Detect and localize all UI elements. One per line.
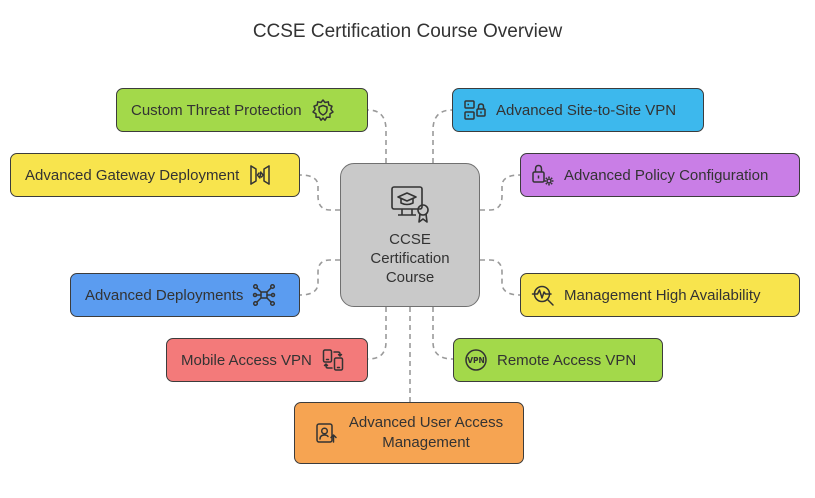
mobile-sync-icon xyxy=(321,348,345,372)
node-advanced-site-to-site-vpn: Advanced Site-to-Site VPN xyxy=(452,88,704,132)
node-label-line-1: Advanced User Access xyxy=(348,414,504,431)
node-label: Management High Availability xyxy=(564,286,761,304)
node-label: Advanced Policy Configuration xyxy=(564,166,769,184)
connector-site-vpn xyxy=(432,109,453,163)
svg-text:VPN: VPN xyxy=(467,356,485,365)
node-advanced-deployments: Advanced Deployments xyxy=(70,273,300,317)
gear-shield-icon xyxy=(311,98,335,122)
heartbeat-search-icon xyxy=(531,283,555,307)
node-label: Remote Access VPN xyxy=(497,351,637,369)
node-label: Advanced Gateway Deployment xyxy=(25,166,240,184)
server-lock-icon xyxy=(463,98,487,122)
node-label: Mobile Access VPN xyxy=(181,351,312,369)
node-advanced-gateway-deployment: Advanced Gateway Deployment xyxy=(10,153,300,197)
connector-custom-threat xyxy=(367,109,387,163)
node-management-high-availability: Management High Availability xyxy=(520,273,800,317)
center-line-1: CCSE xyxy=(389,231,431,248)
lock-gear-icon xyxy=(531,163,555,187)
node-custom-threat-protection: Custom Threat Protection xyxy=(116,88,368,132)
connector-mobile-vpn xyxy=(367,307,387,360)
certificate-monitor-icon xyxy=(388,182,432,226)
diagram-title: CCSE Certification Course Overview xyxy=(252,21,563,42)
node-label: Advanced Site-to-Site VPN xyxy=(496,101,677,119)
node-advanced-policy-configuration: Advanced Policy Configuration xyxy=(520,153,800,197)
node-label: Custom Threat Protection xyxy=(131,101,302,119)
center-label: CCSE Certification Course xyxy=(341,230,479,287)
vpn-badge-icon: VPN xyxy=(464,348,488,372)
connector-deployments xyxy=(299,259,340,296)
center-line-2: Certification xyxy=(370,250,450,267)
node-label-line-2: Management xyxy=(382,434,470,451)
node-mobile-access-vpn: Mobile Access VPN xyxy=(166,338,368,382)
node-remote-access-vpn: VPN Remote Access VPN xyxy=(453,338,663,382)
node-label: Advanced User Access Management xyxy=(349,413,503,453)
connector-remote-vpn xyxy=(432,307,454,360)
center-node: CCSE Certification Course xyxy=(340,163,480,307)
center-line-3: Course xyxy=(385,269,435,286)
network-nodes-icon xyxy=(252,283,276,307)
connector-high-avail xyxy=(480,259,521,296)
gateway-code-icon xyxy=(248,163,272,187)
connector-gateway xyxy=(299,174,340,211)
node-label: Advanced Deployments xyxy=(85,286,244,304)
connector-policy xyxy=(480,174,521,211)
user-upload-icon xyxy=(315,421,339,445)
node-advanced-user-access-management: Advanced User Access Management xyxy=(294,402,524,464)
